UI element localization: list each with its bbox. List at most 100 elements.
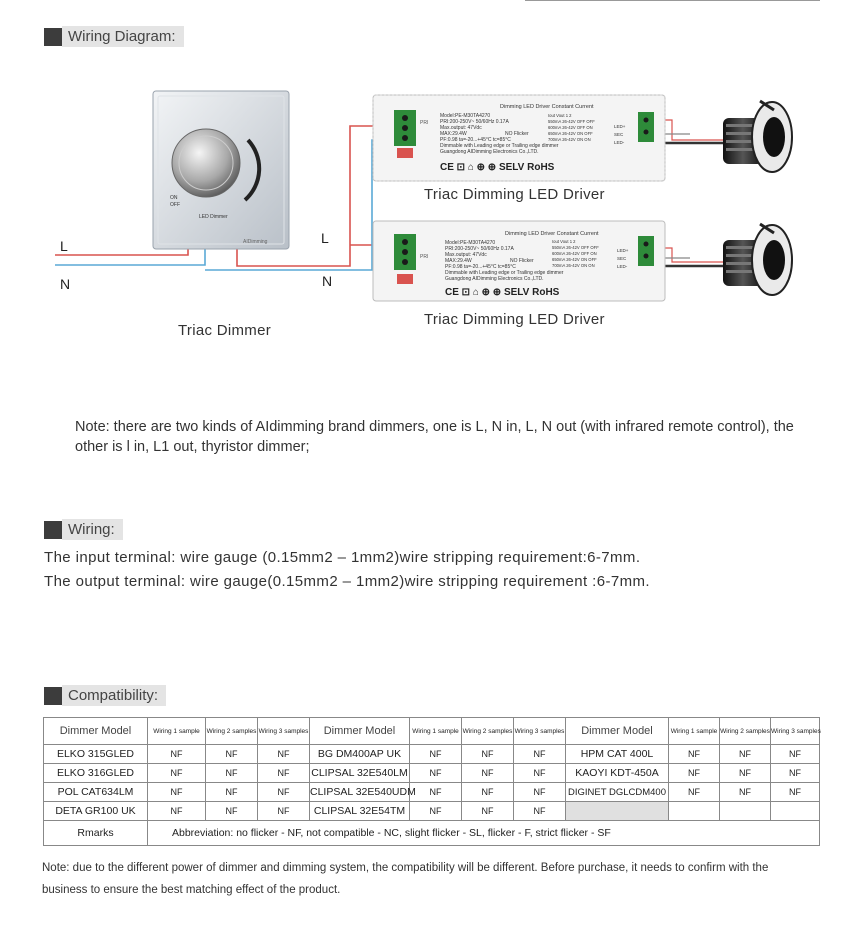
svg-text:LED-: LED-	[614, 140, 625, 145]
driver-2-no-flicker: NO Flicker	[510, 258, 534, 264]
table-row: DETA GR100 UK NF NF NF CLIPSAL 32E54TM N…	[43, 801, 820, 821]
table-cell: NF	[668, 782, 720, 802]
table-cell: NF	[719, 763, 771, 783]
table-cell	[565, 801, 669, 821]
dimmer-arc-indicator	[243, 138, 262, 202]
driver-1-no-flicker: NO Flicker	[505, 131, 529, 137]
table-cell: NF	[205, 744, 258, 764]
dimmer-caption: Triac Dimmer	[178, 322, 272, 339]
header-cell: Dimmer Model	[309, 717, 410, 745]
driver-1-max-w: MAX:29.4W	[440, 131, 467, 137]
dimmer-off-label: OFF	[170, 202, 180, 208]
header-cell: Wiring 2 samples	[719, 717, 771, 745]
table-row: ELKO 315GLED NF NF NF BG DM400AP UK NF N…	[43, 744, 820, 764]
table-cell: NF	[513, 744, 566, 764]
dimmer-on-label: ON	[170, 195, 178, 201]
driver-1-max-output: Max.output: 47Vdc	[440, 125, 482, 131]
table-cell: NF	[461, 763, 514, 783]
driver-2-marks: CE ⊡ ⌂ ⊕ ⊕ SELV RoHS	[445, 287, 560, 298]
svg-text:650mA 26-42V ON OFF: 650mA 26-42V ON OFF	[548, 131, 593, 136]
table-cell: CLIPSAL 32E54TM	[309, 801, 410, 821]
header-cell: Dimmer Model	[565, 717, 669, 745]
section-wiring-diagram: Wiring Diagram:	[44, 26, 184, 47]
section-compatibility: Compatibility:	[44, 685, 167, 706]
driver-2-model: Model:PE-M30TA4270	[445, 240, 495, 246]
table-cell: NF	[770, 782, 820, 802]
driver-2-max-output: Max.output: 47Vdc	[445, 252, 487, 258]
table-cell: NF	[668, 763, 720, 783]
driver-1-dip-switch	[397, 148, 413, 158]
header-cell: Dimmer Model	[43, 717, 148, 745]
led-spotlight-1	[723, 99, 793, 173]
svg-text:650mA 26-42V ON OFF: 650mA 26-42V ON OFF	[552, 257, 597, 262]
compatibility-table: Dimmer Model Wiring 1 sample Wiring 2 sa…	[43, 717, 821, 846]
header-cell: Wiring 1 sample	[668, 717, 720, 745]
header-cell: Wiring 2 samples	[461, 717, 514, 745]
remarks-text: Abbreviation: no flicker - NF, not compa…	[147, 820, 820, 846]
header-cell: Wiring 1 sample	[409, 717, 462, 745]
table-row: ELKO 316GLED NF NF NF CLIPSAL 32E540LM N…	[43, 763, 820, 783]
table-cell: BG DM400AP UK	[309, 744, 410, 764]
table-cell: ELKO 315GLED	[43, 744, 148, 764]
header-cell: Wiring 2 samples	[205, 717, 258, 745]
table-cell	[719, 801, 771, 821]
driver-1-output-terminal	[638, 112, 654, 142]
note-dimmer-types: Note: there are two kinds of AIdimming b…	[75, 419, 794, 455]
table-cell: CLIPSAL 32E540LM	[309, 763, 410, 783]
wire-label-l-mid: L	[321, 230, 329, 246]
table-cell	[770, 801, 820, 821]
driver-2-dip-switch	[397, 274, 413, 284]
table-cell: NF	[461, 801, 514, 821]
table-cell: DIGINET DGLCDM400	[565, 782, 669, 802]
table-cell: NF	[719, 782, 771, 802]
wiring-output-terminal: The output terminal: wire gauge(0.15mm2 …	[44, 573, 650, 590]
table-cell: NF	[513, 763, 566, 783]
section-title: Wiring:	[62, 519, 123, 540]
led-spotlight-2	[723, 222, 793, 296]
table-cell	[668, 801, 720, 821]
driver-2-pri-tag: PRI	[420, 254, 428, 260]
driver-1-pri: PRI:200-250V~ 50/60Hz 0.17A	[440, 119, 509, 125]
dimmer-brand-label: AIDimming	[243, 239, 268, 245]
driver-1-model: Model:PE-M30TA4270	[440, 113, 490, 119]
table-cell: NF	[513, 782, 566, 802]
svg-text:Iout Vout 1 2: Iout Vout 1 2	[552, 239, 576, 244]
svg-text:550mA 26-42V OFF OFF: 550mA 26-42V OFF OFF	[548, 119, 595, 124]
top-rule	[525, 0, 820, 1]
svg-text:SEC: SEC	[617, 256, 627, 261]
remarks-label: Rmarks	[43, 820, 148, 846]
driver-1-title: Dimming LED Driver Constant Current	[500, 104, 594, 110]
svg-text:550mA 26-42V OFF OFF: 550mA 26-42V OFF OFF	[552, 245, 599, 250]
driver-2-caption: Triac Dimming LED Driver	[424, 311, 605, 328]
led-driver-2: PRI Dimming LED Driver Constant Current …	[372, 220, 666, 302]
table-cell: NF	[461, 782, 514, 802]
header-cell: Wiring 1 sample	[147, 717, 206, 745]
driver-2-pri: PRI:200-250V~ 50/60Hz 0.17A	[445, 246, 514, 252]
driver-2-maker: Guangdong AIDimming Electronics Co.,LTD.	[445, 276, 544, 282]
table-cell: NF	[770, 744, 820, 764]
driver-1-caption: Triac Dimming LED Driver	[424, 186, 605, 203]
svg-text:600mA 26-42V OFF ON: 600mA 26-42V OFF ON	[552, 251, 597, 256]
section-wiring: Wiring:	[44, 519, 123, 540]
driver-1-pri-tag: PRI	[420, 120, 428, 126]
table-cell: NF	[409, 782, 462, 802]
svg-text:LED+: LED+	[614, 124, 626, 129]
table-cell: NF	[257, 782, 310, 802]
svg-text:LED-: LED-	[617, 264, 628, 269]
header-cell: Wiring 3 samples	[513, 717, 566, 745]
driver-2-pf: PF:0.98 ta=-20...+45°C tc=85°C	[445, 264, 516, 270]
table-cell: NF	[461, 744, 514, 764]
svg-text:700mA 26-42V ON ON: 700mA 26-42V ON ON	[552, 263, 595, 268]
bottom-note: Note: due to the different power of dimm…	[42, 862, 769, 896]
triac-dimmer-panel: ON OFF LED Dimmer AIDimming	[152, 90, 290, 250]
header-cell: Wiring 3 samples	[257, 717, 310, 745]
table-cell: NF	[409, 763, 462, 783]
table-cell: POL CAT634LM	[43, 782, 148, 802]
table-cell: NF	[257, 801, 310, 821]
driver-2-title: Dimming LED Driver Constant Current	[505, 231, 599, 237]
table-cell: NF	[205, 763, 258, 783]
driver-1-marks: CE ⊡ ⌂ ⊕ ⊕ SELV RoHS	[440, 162, 555, 173]
table-cell: NF	[513, 801, 566, 821]
svg-text:SEC: SEC	[614, 132, 624, 137]
section-marker	[44, 686, 62, 705]
